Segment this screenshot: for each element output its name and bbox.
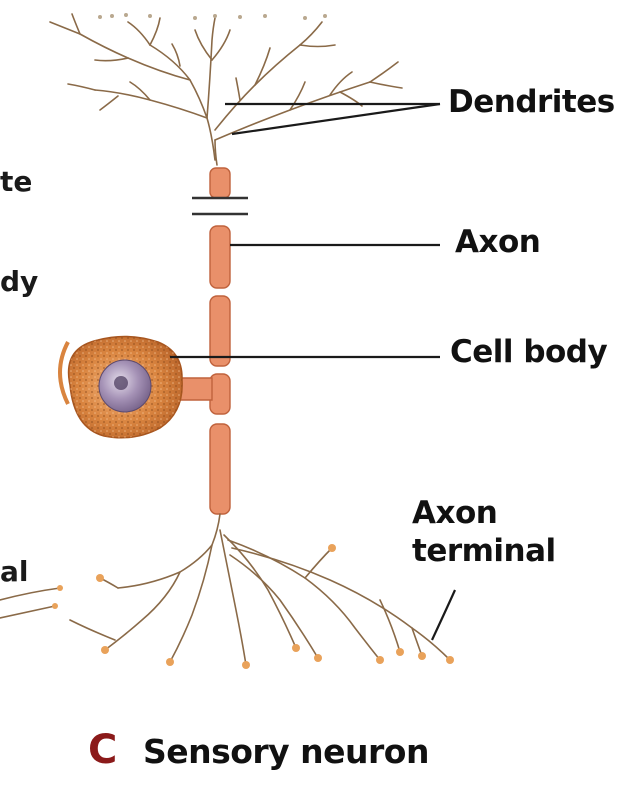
cropped-edge-text-2: dy [0,265,39,298]
cropped-arc [58,341,70,405]
axon-terminal-knobs [52,544,454,669]
axon-break-marks [192,196,248,216]
label-axon: Axon [455,224,541,260]
panel-letter: C [88,727,118,773]
cropped-edge-text-1: te [0,165,33,198]
axon-shaft [209,167,231,515]
label-cell-body: Cell body [450,334,608,370]
label-axon-terminal-line1: Axon [412,495,498,531]
axon-terminal-branches [0,513,451,666]
cropped-edge-text-3: al [0,555,29,588]
cell-body [67,335,183,439]
leader-lines [170,102,457,641]
label-axon-terminal: Axon terminal [412,494,556,570]
caption-text: Sensory neuron [142,732,430,771]
axon-terminal-leader [431,589,457,641]
dendrites-branches [49,13,403,166]
figure-caption: C Sensory neuron [88,727,429,773]
cropped-top-dots [98,13,327,20]
label-dendrites: Dendrites [448,84,615,120]
label-axon-terminal-line2: terminal [412,533,556,569]
dendrites-leader-2 [231,102,441,136]
